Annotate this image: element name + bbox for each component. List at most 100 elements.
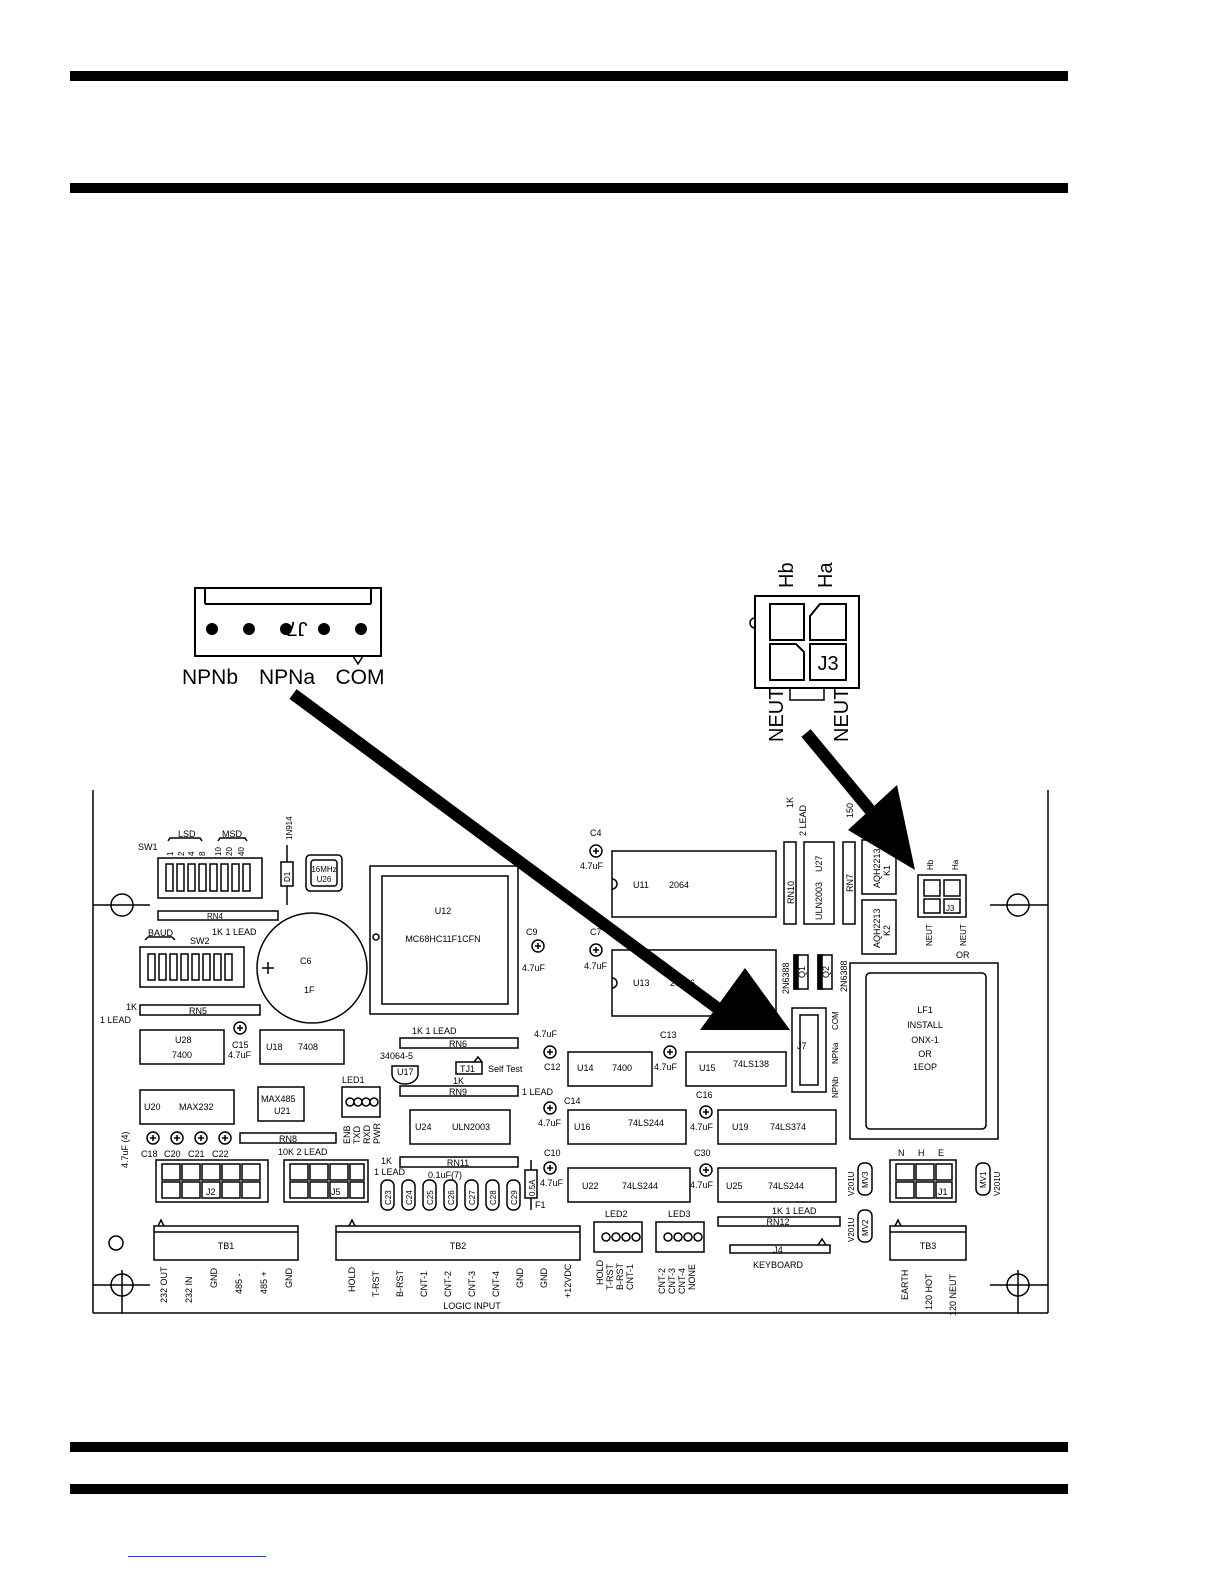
- rn4-label: RN4: [207, 912, 224, 921]
- sw1-num-8: 8: [198, 851, 207, 856]
- k2-label: K2: [882, 925, 892, 936]
- u17-part: 34064-5: [380, 1051, 413, 1061]
- u22-label: U22: [582, 1181, 599, 1191]
- mv3-label: MV3: [861, 1171, 870, 1188]
- rn9-label: RN9: [449, 1087, 467, 1097]
- rn10-value-lead: 2 LEAD: [798, 804, 808, 836]
- self-test-label: Self Test: [488, 1064, 523, 1074]
- j3-board-neut-left: NEUT: [925, 924, 934, 946]
- c28-label: C28: [489, 1190, 498, 1205]
- c7-value: 4.7uF: [584, 961, 608, 971]
- c9-label: C9: [526, 927, 538, 937]
- j7-connector-detail: J7 NPNb NPNa COM: [182, 587, 385, 689]
- tb1-pin-485-minus: 485 -: [234, 1273, 244, 1294]
- rn11-value-lead: 1 LEAD: [374, 1167, 406, 1177]
- c9-value: 4.7uF: [522, 963, 546, 973]
- mv2-value: V201U: [847, 1217, 856, 1242]
- rn8-label: RN8: [279, 1134, 297, 1144]
- j3-label-neut-right: NEUT: [831, 688, 853, 742]
- sw1-switches: [165, 863, 251, 892]
- c24-label: C24: [405, 1190, 414, 1205]
- c15-label: C15: [232, 1040, 249, 1050]
- j7-pin-4: [318, 623, 330, 635]
- k1-label: K1: [882, 865, 892, 876]
- rn9-value-lead: 1 LEAD: [522, 1087, 554, 1097]
- c15-value: 4.7uF: [228, 1050, 252, 1060]
- tb2-pin-hold: HOLD: [347, 1266, 357, 1292]
- rn6-label: RN6: [449, 1039, 467, 1049]
- led3-signal-cnt-3: CNT-3: [667, 1268, 677, 1294]
- led3-label: LED3: [668, 1209, 691, 1219]
- rn11-label: RN11: [447, 1158, 469, 1168]
- u11-part: 2064: [669, 880, 689, 890]
- mv3-value: V201U: [847, 1171, 856, 1196]
- msd-label: MSD: [222, 829, 243, 839]
- sw1-num-4: 4: [187, 851, 196, 856]
- rn5-label: RN5: [189, 1006, 207, 1016]
- u15-label: U15: [699, 1063, 716, 1073]
- u12-label: U12: [435, 906, 452, 916]
- u28-label: U28: [175, 1035, 192, 1045]
- tb2-pin-cnt-4: CNT-4: [491, 1271, 501, 1297]
- j7-pin-label-npna: NPNa: [259, 666, 315, 689]
- lf1-line-3: ONX-1: [911, 1035, 939, 1045]
- tb3-label: TB3: [920, 1241, 937, 1251]
- mv1-label: MV1: [979, 1171, 988, 1188]
- u20-part: MAX232: [179, 1102, 214, 1112]
- sw1-num-2: 2: [177, 851, 186, 856]
- j7-board-npna: NPNa: [831, 1042, 840, 1064]
- j3-board-label: J3: [946, 904, 955, 913]
- j7-pin-5: [355, 623, 367, 635]
- c4-value: 4.7uF: [580, 861, 604, 871]
- xtal-freq: 16MHz: [311, 865, 336, 874]
- u24-label: U24: [415, 1122, 432, 1132]
- rn5-value-lead: 1 LEAD: [100, 1015, 132, 1025]
- u13-part: 27256: [670, 978, 695, 988]
- c29-label: C29: [510, 1190, 519, 1205]
- u17-label: U17: [397, 1067, 414, 1077]
- f1-value: 0.5A: [528, 1179, 537, 1196]
- c13-value: 4.7uF: [654, 1062, 678, 1072]
- j1-h-label: H: [918, 1148, 925, 1158]
- arrow-j7: [289, 689, 790, 1030]
- rn5-value-1k: 1K: [126, 1002, 137, 1012]
- u22-part: 74LS244: [622, 1181, 658, 1191]
- u18-part: 7408: [298, 1042, 318, 1052]
- led2-signal-cnt-1: CNT-1: [625, 1264, 635, 1290]
- lf1-line-5: 1EOP: [913, 1062, 937, 1072]
- j1-e-label: E: [938, 1148, 944, 1158]
- c7-label: C7: [590, 927, 602, 937]
- j7-pin-3: [280, 623, 292, 635]
- c25-label: C25: [426, 1190, 435, 1205]
- led2-signal-b-rst: B-RST: [615, 1262, 625, 1290]
- u11-label: U11: [633, 880, 649, 890]
- u19-label: U19: [732, 1122, 749, 1132]
- keyboard-label: KEYBOARD: [753, 1260, 804, 1270]
- u21-label: U21: [274, 1106, 291, 1116]
- rn12-value: 1K 1 LEAD: [772, 1206, 817, 1216]
- j5-label: J5: [331, 1187, 341, 1197]
- j3-detail-ref: J3: [817, 653, 838, 675]
- tb2-label: TB2: [450, 1241, 467, 1251]
- u19-part: 74LS374: [770, 1122, 806, 1132]
- caps-row: [380, 1179, 521, 1211]
- j1-label: J1: [938, 1187, 948, 1197]
- board-components: SW1 LSD MSD 1 2 4 8 10 20 40 1N914 D1 16…: [100, 797, 1002, 1316]
- c14-label: C14: [564, 1096, 581, 1106]
- mv2-label: MV2: [861, 1219, 870, 1236]
- header-rule-bottom: [70, 183, 1068, 193]
- c27-label: C27: [468, 1190, 477, 1205]
- j3-board-neut-right: NEUT: [959, 924, 968, 946]
- u24-part: ULN2003: [452, 1122, 490, 1132]
- arrow-j3: [801, 729, 915, 870]
- j7-pin-1: [206, 623, 218, 635]
- j5-value: 10K 2 LEAD: [278, 1147, 328, 1157]
- tb1-pin-gnd-1: GND: [209, 1268, 219, 1289]
- c6-value: 1F: [304, 985, 315, 995]
- tb2-pin-b-rst: B-RST: [395, 1269, 405, 1297]
- led1-signal-enb: ENB: [342, 1125, 352, 1144]
- u16-part: 74LS244: [628, 1118, 664, 1128]
- j3-label-hb: Hb: [776, 562, 798, 588]
- j3-board-ha: Ha: [951, 859, 960, 870]
